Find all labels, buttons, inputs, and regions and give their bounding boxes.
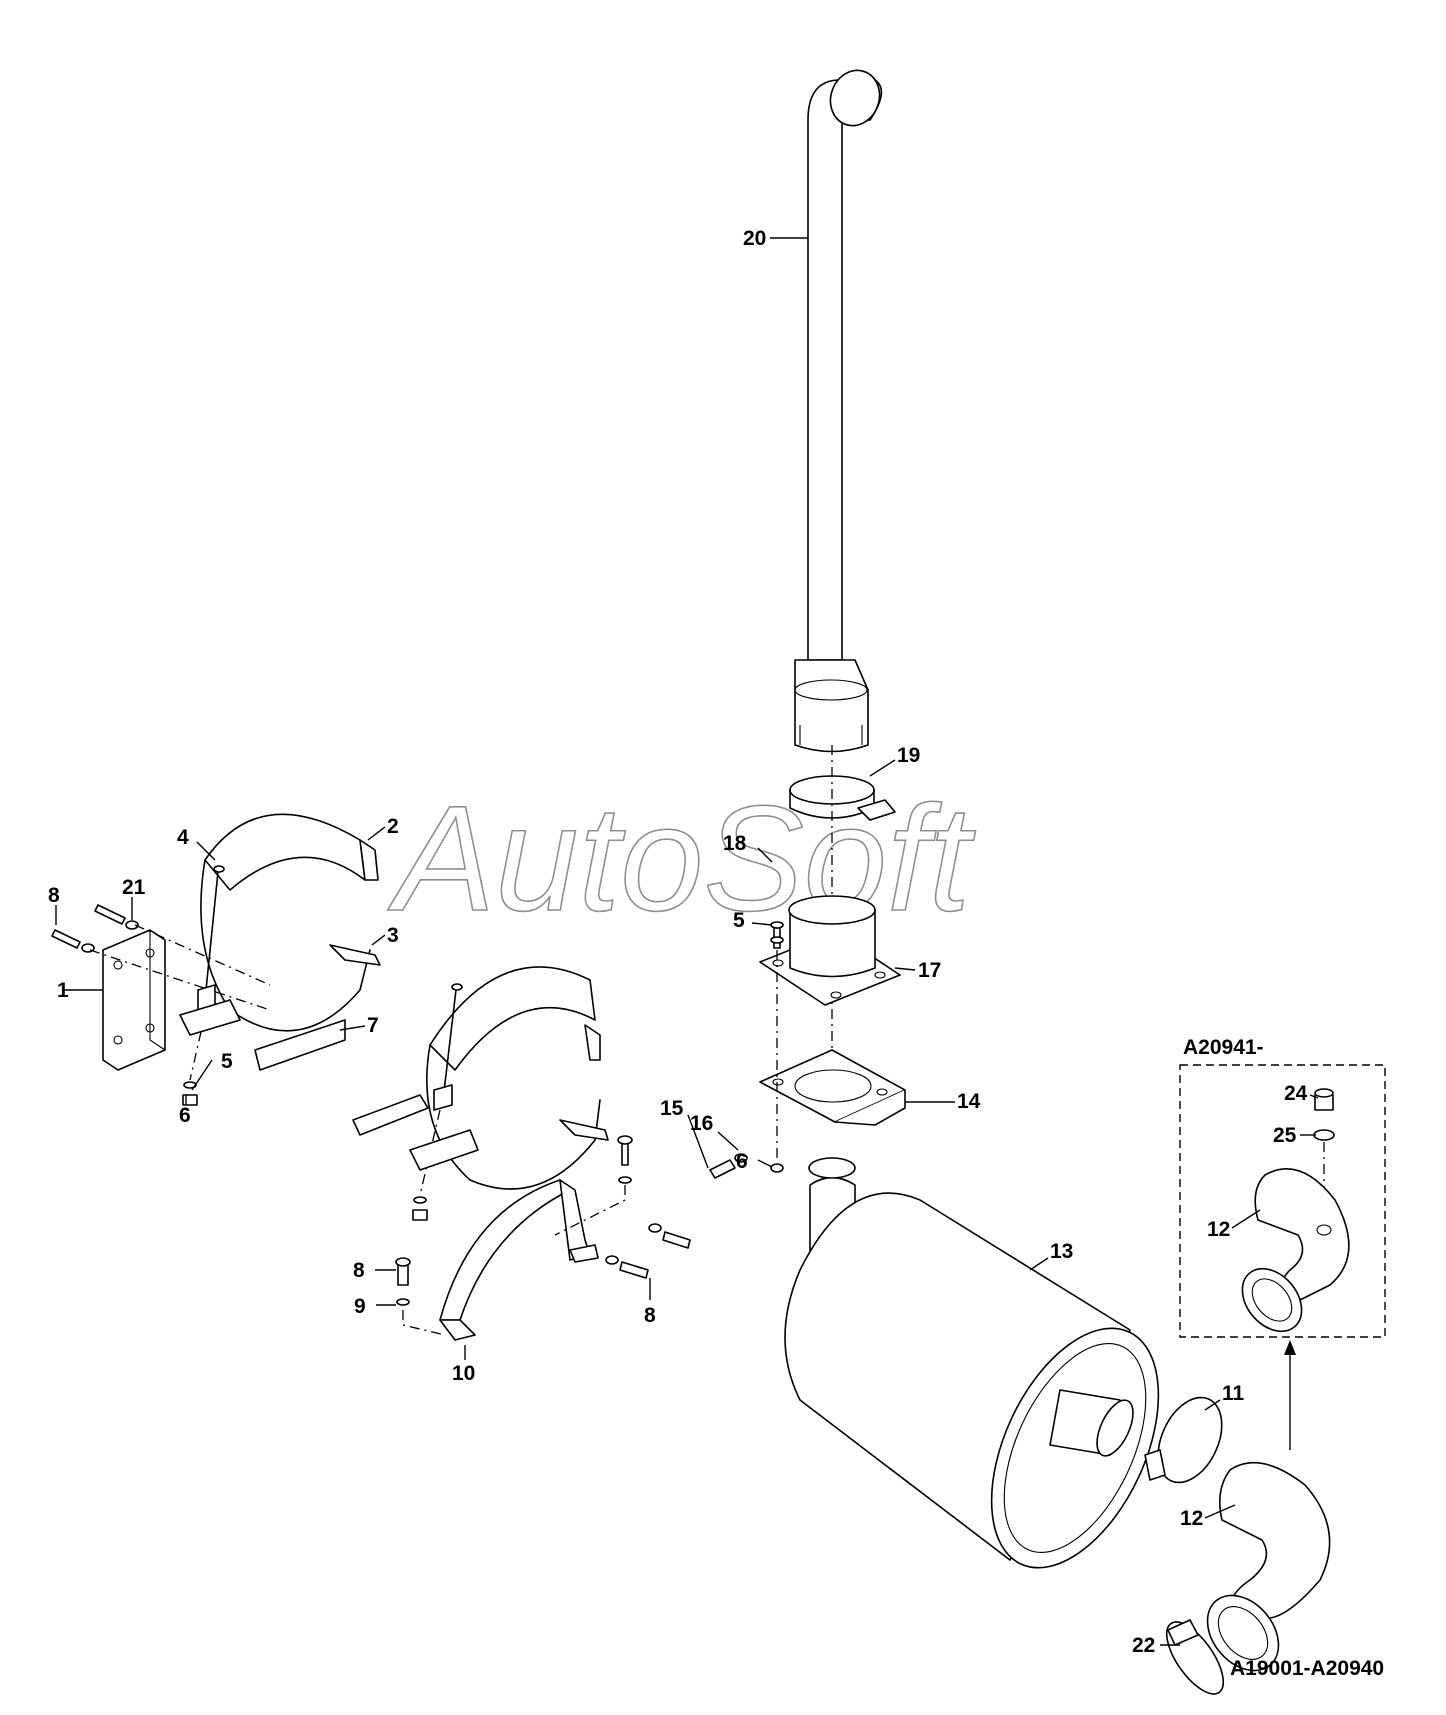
callout-16: 16 — [690, 1112, 713, 1135]
callout-22: 22 — [1132, 1634, 1155, 1657]
inset-box — [1179, 1064, 1386, 1450]
part-10-support-bracket — [439, 1179, 599, 1341]
part-12-elbow-tube — [1206, 1462, 1331, 1672]
callout-8-right: 8 — [644, 1304, 656, 1327]
fasteners-middle — [395, 1135, 691, 1336]
part-2-3-band-strap — [200, 813, 381, 1071]
callout-18: 18 — [723, 832, 747, 855]
callout-9: 9 — [354, 1295, 366, 1318]
inset-serial-label: A20941- — [1183, 1036, 1264, 1059]
part-14-mounting-plate — [759, 1049, 906, 1126]
callout-21: 21 — [122, 876, 146, 899]
callout-5-left: 5 — [221, 1050, 233, 1073]
part-4-rod — [179, 865, 241, 1106]
callout-10: 10 — [452, 1362, 475, 1385]
callout-25: 25 — [1273, 1124, 1297, 1147]
callout-24: 24 — [1284, 1082, 1308, 1105]
part-1-bracket-plate — [102, 929, 166, 1071]
callout-7: 7 — [367, 1014, 379, 1037]
callout-15: 15 — [660, 1097, 684, 1120]
callout-6-left: 6 — [179, 1104, 191, 1127]
callout-8-middle: 8 — [353, 1259, 365, 1282]
callout-20: 20 — [743, 227, 766, 250]
callout-8-left: 8 — [48, 884, 60, 907]
fasteners-left — [51, 904, 271, 1011]
callout-4: 4 — [177, 826, 189, 849]
part-13-muffler — [784, 1157, 1160, 1569]
callout-11: 11 — [1222, 1382, 1245, 1405]
callout-3: 3 — [387, 924, 399, 947]
callout-13: 13 — [1050, 1240, 1073, 1263]
callout-17: 17 — [918, 959, 941, 982]
callout-labels: 20 19 18 5 17 14 16 15 6 13 11 12 22 24 … — [48, 227, 1308, 1657]
watermark: AutoSoft — [387, 774, 976, 942]
callout-19: 19 — [897, 744, 920, 767]
callout-12-inset: 12 — [1207, 1218, 1230, 1241]
middle-band-assembly — [352, 966, 609, 1221]
callout-1: 1 — [57, 979, 69, 1002]
callout-5-stack: 5 — [733, 909, 745, 932]
main-serial-label: A19001-A20940 — [1230, 1657, 1384, 1680]
callout-6-stack: 6 — [736, 1150, 748, 1173]
part-22-clamp — [1165, 1619, 1225, 1695]
callout-14: 14 — [957, 1090, 981, 1113]
part-17-flanged-adapter — [759, 895, 901, 1006]
leader-lines — [55, 237, 1319, 1646]
fasteners-stack-side — [709, 921, 784, 1179]
callout-12-main: 12 — [1180, 1507, 1203, 1530]
callout-2: 2 — [387, 815, 399, 838]
part-20-exhaust-stack — [794, 69, 883, 753]
part-11-clamp — [1144, 1396, 1223, 1484]
